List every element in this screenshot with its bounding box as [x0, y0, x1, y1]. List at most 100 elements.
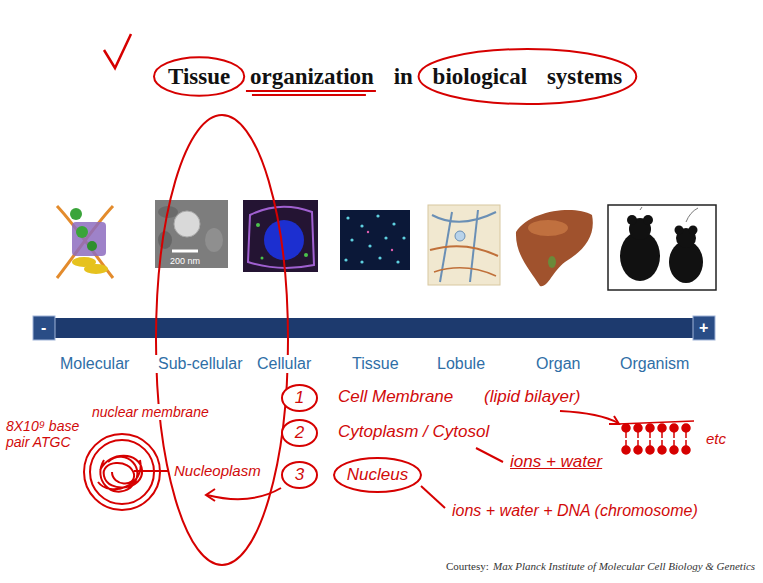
lipid-head: [658, 446, 666, 454]
leader-line: [134, 470, 168, 472]
scale-level: Cellular: [254, 355, 314, 373]
micrograph-ground: [155, 200, 228, 268]
tissue-dot: [368, 244, 371, 247]
tissue-dot: [384, 236, 387, 239]
gallbladder: [548, 256, 556, 268]
credit-text: Courtesy:: [446, 560, 489, 573]
scale-band: [33, 318, 715, 338]
circled-number: 2: [281, 419, 318, 447]
title-underline: [246, 90, 376, 92]
liver-shape: [516, 210, 593, 286]
mouse-ear: [689, 226, 698, 235]
protein-bead: [70, 208, 82, 220]
handwritten-note: ions + water: [508, 452, 604, 472]
chromatin-scribble: [98, 456, 142, 492]
leader-arrow: [207, 488, 281, 499]
lipid-bilayer-sketch: [618, 421, 694, 454]
dash-stroke: [476, 448, 503, 462]
handwritten-note: nuclear membrane: [90, 404, 211, 420]
lipid-head: [622, 446, 630, 454]
liver-organ: [516, 210, 593, 286]
protein-block: [72, 222, 106, 256]
lipid-tails: [626, 432, 686, 446]
mouse-ear: [643, 215, 653, 225]
lipid-head: [622, 424, 630, 432]
scale-end-sign: -: [41, 319, 46, 337]
protein-bead: [87, 241, 97, 251]
lipid-head: [670, 424, 678, 432]
lipid-head: [634, 424, 642, 432]
tissue-dot: [360, 260, 363, 263]
protein-disc: [84, 264, 108, 274]
note-text: 2: [295, 423, 304, 443]
lipid-head: [658, 424, 666, 432]
lobule-vessel: [432, 212, 496, 222]
note-text: Nucleus: [347, 465, 408, 485]
scale-level: Sub-cellular: [155, 355, 245, 373]
lipid-head: [682, 446, 690, 454]
tissue-dot: [350, 238, 353, 241]
handwritten-note: Nucleoplasm: [172, 462, 263, 479]
micrograph-texture: [205, 228, 223, 252]
tissue-dot: [391, 249, 393, 251]
tissue-ground: [340, 210, 410, 270]
scale-bar: [172, 250, 198, 253]
mice-photo: [608, 205, 716, 290]
cell-speck: [261, 257, 264, 260]
dash-stroke: [421, 486, 445, 508]
mouse-ear: [627, 215, 637, 225]
lobule-vessel: [434, 268, 496, 276]
scale-end-box: [693, 316, 715, 340]
tissue-dot: [392, 222, 395, 225]
tissue-dot: [376, 214, 379, 217]
slide-title: Tissue organization in biological system…: [168, 64, 622, 90]
liver-highlight: [528, 220, 568, 236]
scale-bar-label: 200 nm: [170, 256, 200, 266]
handwritten-note: Cell Membrane: [336, 387, 455, 407]
handwritten-note: etc: [704, 430, 728, 447]
scale-level: Tissue: [349, 355, 402, 373]
cell-speck: [256, 223, 260, 227]
tissue-dot: [360, 224, 363, 227]
tissue-dot: [396, 260, 399, 263]
circled-number: 3: [281, 461, 318, 489]
protein-bead: [76, 226, 88, 238]
title-underline: [252, 94, 366, 96]
mouse-cable: [640, 207, 642, 210]
check-mark: [104, 34, 131, 68]
circled-number: 1: [281, 384, 318, 412]
handwritten-note: ions + water + DNA (chromosome): [450, 502, 700, 520]
scale-end-box: [33, 316, 55, 340]
emphasis-loop: [156, 115, 288, 565]
handwritten-annotations: [84, 115, 619, 565]
cell-speck: [304, 253, 308, 257]
micrograph-texture: [158, 231, 172, 249]
tissue-dot: [367, 231, 369, 233]
lipid-head: [646, 424, 654, 432]
lipid-head: [646, 446, 654, 454]
molecule-strand: [57, 206, 113, 278]
credit-text: Max Planck Institute of Molecular Cell B…: [493, 560, 755, 573]
circled-word: Nucleus: [333, 457, 422, 493]
lobule-ground: [428, 205, 500, 285]
tissue-dot: [402, 236, 405, 239]
tissue-image: [340, 210, 410, 270]
arrow-head: [206, 489, 215, 501]
scale-level: Organism: [617, 355, 692, 373]
lobule-vessel: [470, 210, 478, 282]
molecule-strand: [57, 206, 113, 278]
lobule-drawing: [428, 205, 500, 285]
tissue-dot: [344, 258, 347, 261]
scale-level: Organ: [533, 355, 583, 373]
molecule-icon: [57, 206, 113, 278]
tissue-dot: [378, 256, 381, 259]
lipid-head: [682, 424, 690, 432]
lobule-vein: [455, 231, 465, 241]
scale-end-sign: +: [699, 319, 708, 337]
handwritten-note: 8X10⁹ base pair ATGC: [4, 418, 84, 450]
arrow-head: [609, 416, 619, 424]
lipid-head: [670, 446, 678, 454]
electron-micrograph: [155, 200, 228, 268]
mouse-ear: [675, 226, 684, 235]
